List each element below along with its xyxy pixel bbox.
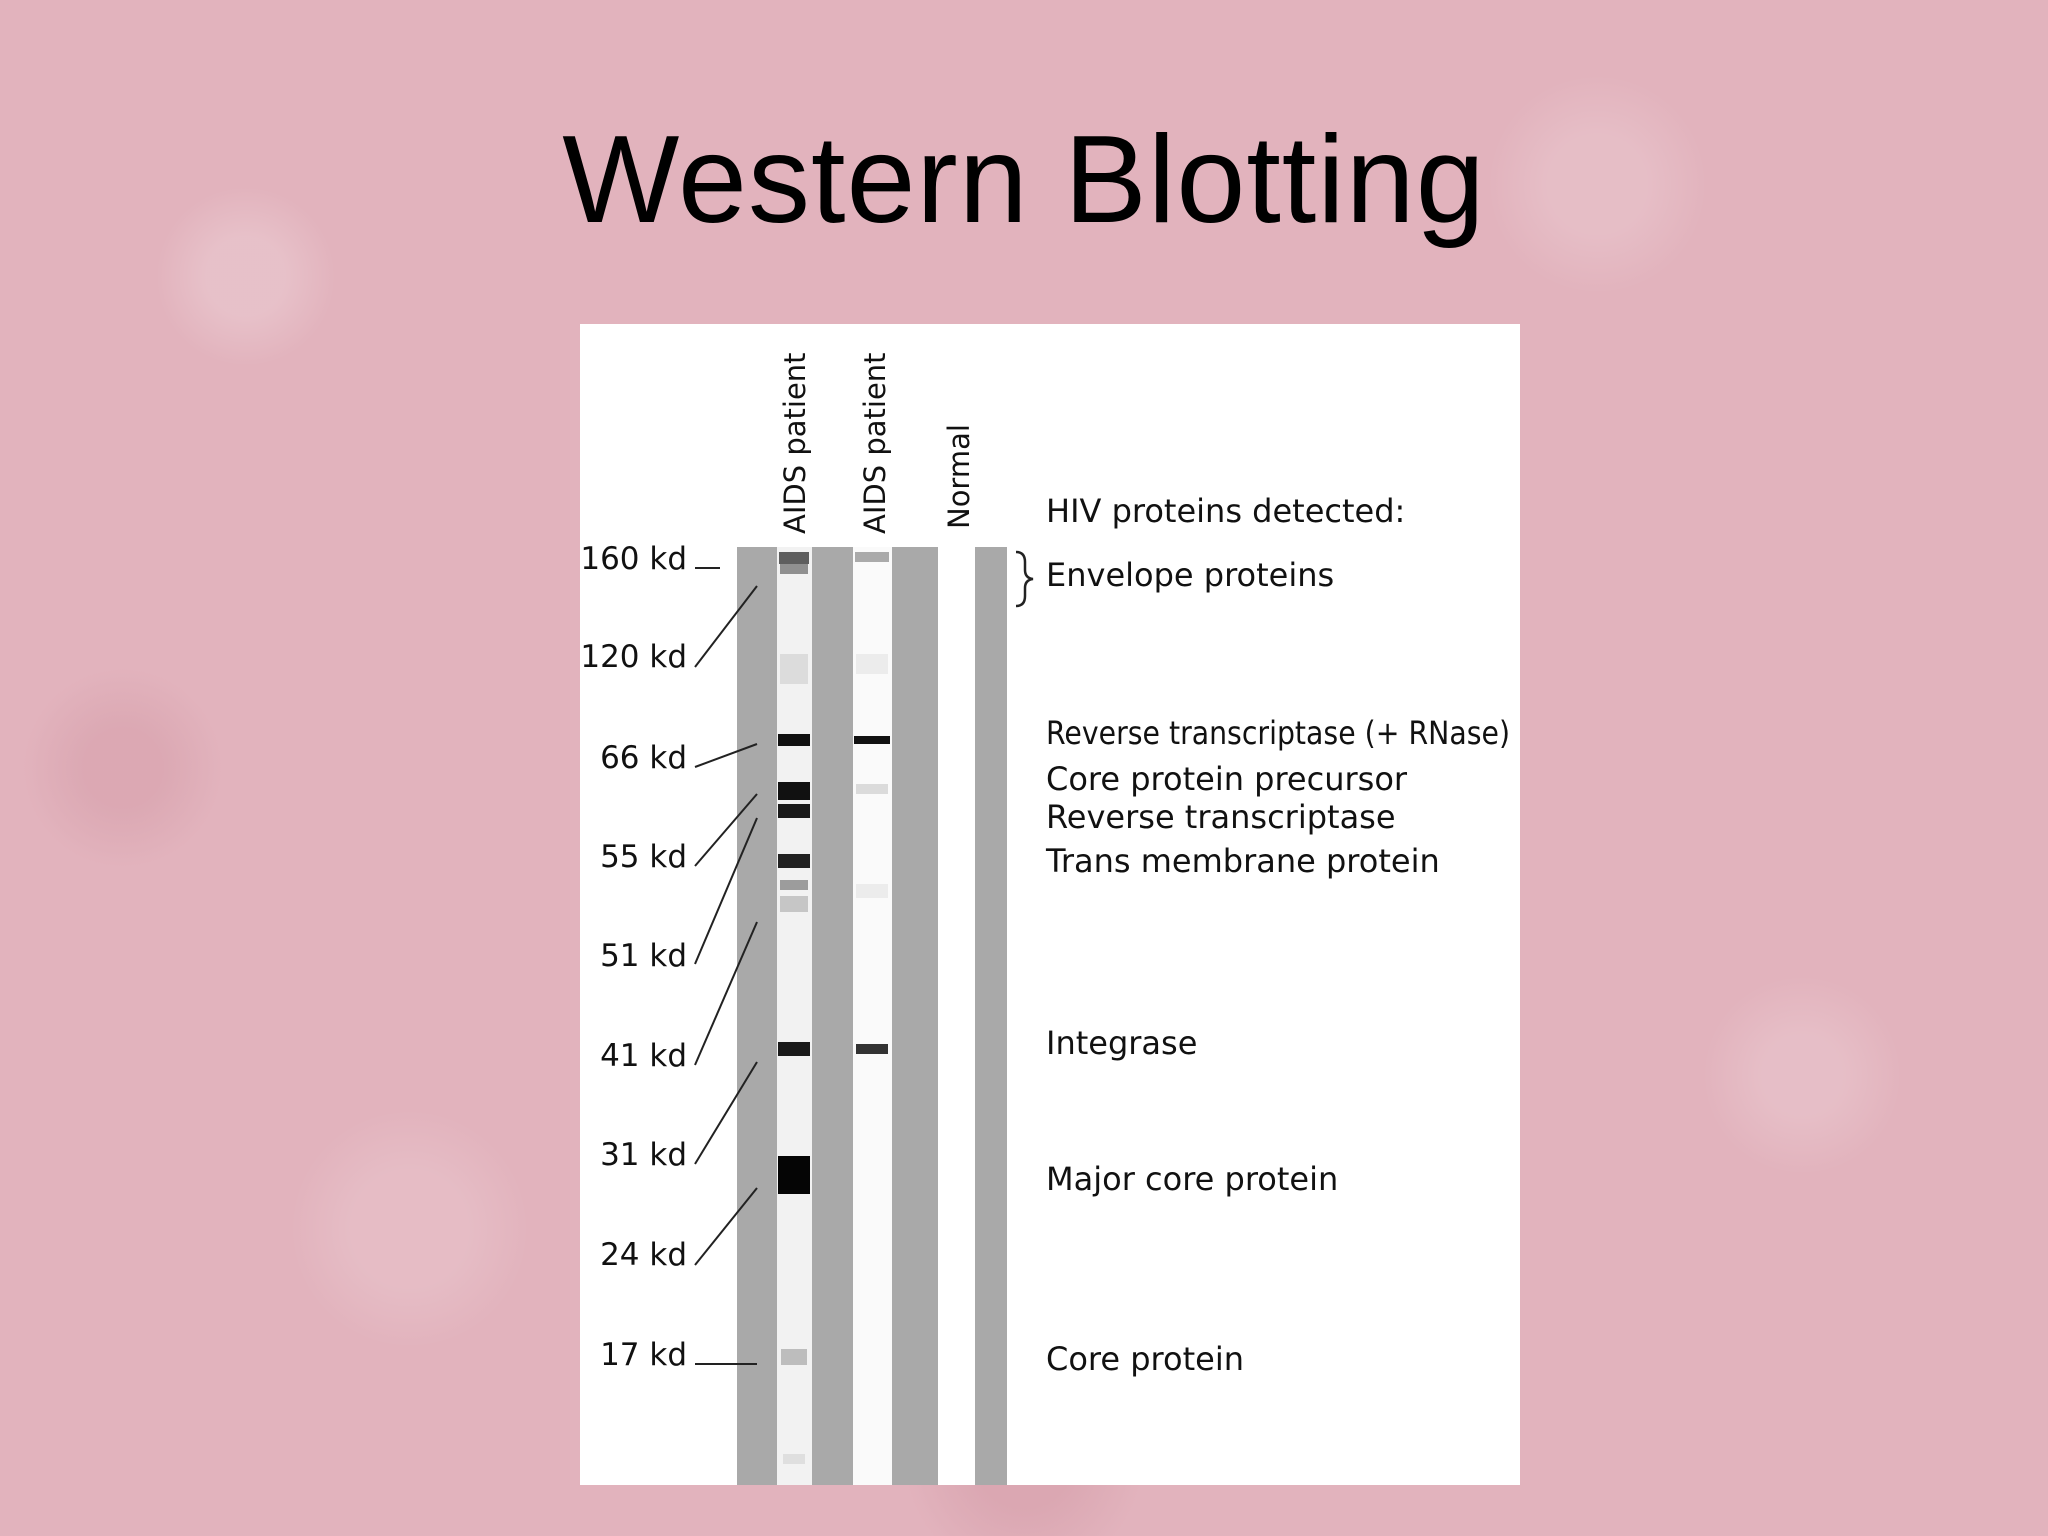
band	[855, 552, 889, 562]
slide-title: Western Blotting	[562, 111, 1486, 249]
leader-line	[694, 921, 758, 1066]
band	[778, 804, 810, 818]
marker-51: 51 kd	[600, 938, 687, 974]
protein-major-core: Major core protein	[1046, 1160, 1338, 1198]
leader-line	[694, 585, 758, 668]
marker-120: 120 kd	[580, 639, 687, 675]
leader-line	[694, 743, 758, 768]
lane-2-bands	[854, 552, 890, 1054]
band	[778, 1156, 810, 1194]
marker-leader-lines	[694, 567, 758, 1365]
band	[783, 1454, 805, 1464]
protein-trans-membrane: Trans membrane protein	[1045, 842, 1440, 880]
band	[778, 1042, 810, 1056]
marker-66: 66 kd	[600, 740, 687, 776]
strip-border	[737, 547, 777, 1485]
band	[856, 1044, 888, 1054]
detected-heading: HIV proteins detected:	[1046, 492, 1405, 530]
leader-line	[694, 793, 758, 867]
strip-border	[892, 547, 938, 1485]
lane-label-3: Normal	[942, 424, 976, 529]
lane-label-1: AIDS patient	[778, 352, 812, 534]
lane-3	[938, 547, 975, 1485]
band	[856, 884, 888, 898]
protein-core: Core protein	[1046, 1340, 1244, 1378]
protein-reverse-transcriptase: Reverse transcriptase	[1046, 798, 1396, 836]
protein-reverse-transcriptase-rnase: Reverse transcriptase (+ RNase)	[1046, 714, 1510, 752]
lane-2	[853, 547, 892, 1485]
protein-integrase: Integrase	[1046, 1024, 1197, 1062]
band	[856, 654, 888, 674]
envelope-brace-icon	[1015, 550, 1034, 608]
protein-labels: Envelope proteins Reverse transcriptase …	[1045, 556, 1510, 1378]
band	[779, 552, 809, 564]
western-blot-svg: AIDS patient AIDS patient Normal 160 kd …	[580, 352, 1510, 1485]
leader-line	[694, 817, 758, 965]
lane-1	[777, 547, 812, 1485]
marker-labels: 160 kd 120 kd 66 kd 55 kd 51 kd 41 kd 31…	[580, 541, 687, 1373]
band	[854, 736, 890, 744]
protein-envelope: Envelope proteins	[1046, 556, 1334, 594]
marker-17: 17 kd	[600, 1337, 687, 1373]
marker-41: 41 kd	[600, 1038, 687, 1074]
band	[778, 854, 810, 868]
band	[778, 734, 810, 746]
band	[780, 654, 808, 684]
band	[780, 564, 808, 574]
leader-line	[694, 1061, 758, 1165]
marker-160: 160 kd	[580, 541, 687, 577]
marker-31: 31 kd	[600, 1137, 687, 1173]
band	[780, 880, 808, 890]
lane-label-2: AIDS patient	[858, 352, 892, 534]
leader-line	[694, 1187, 758, 1266]
band	[780, 896, 808, 912]
protein-core-precursor: Core protein precursor	[1046, 760, 1408, 798]
western-blot-figure: AIDS patient AIDS patient Normal 160 kd …	[580, 324, 1520, 1485]
marker-55: 55 kd	[600, 839, 687, 875]
strip-border	[812, 547, 853, 1485]
strip-border	[975, 547, 1007, 1485]
band	[856, 784, 888, 794]
band	[778, 782, 810, 800]
marker-24: 24 kd	[600, 1237, 687, 1273]
lane-1-bands	[778, 552, 810, 1464]
band	[781, 1349, 807, 1365]
